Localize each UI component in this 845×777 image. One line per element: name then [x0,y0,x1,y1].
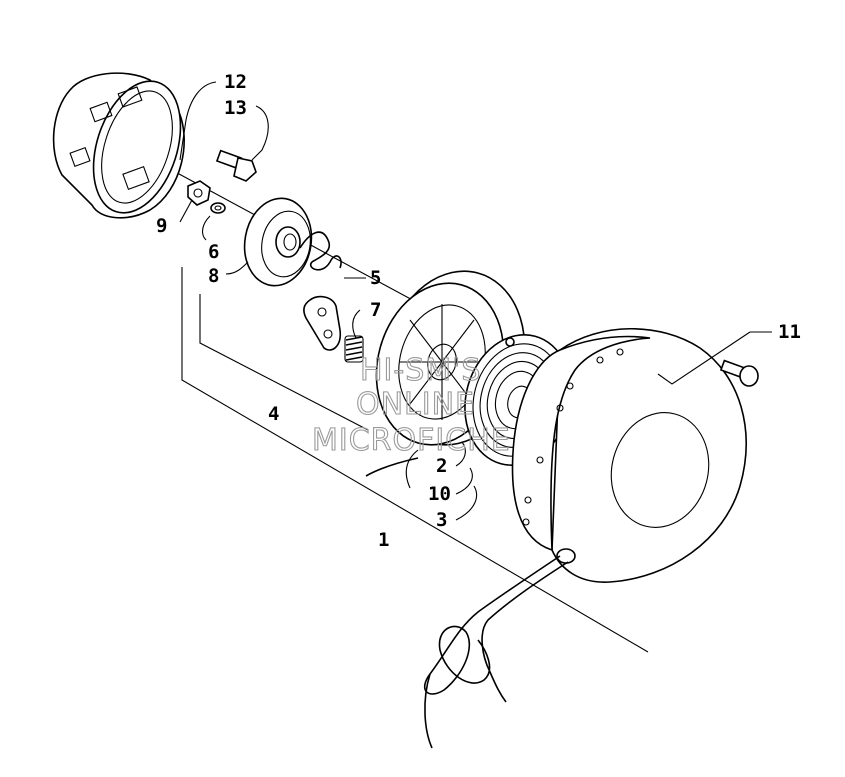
callouts: 12 13 9 6 8 5 7 11 4 2 10 3 1 [156,71,801,551]
callout-8: 8 [208,265,219,287]
starter-cup [52,72,185,219]
recoil-case [511,328,747,583]
starter-rope [365,457,569,749]
callout-1: 1 [378,529,389,551]
case-bolt [719,359,759,387]
callout-12: 12 [224,71,247,93]
callout-9: 9 [156,215,167,237]
pawl [303,295,342,351]
cup-bolt [215,149,257,182]
callout-11: 11 [778,321,801,343]
callout-2: 2 [436,455,447,477]
watermark-line-1: HI-SM'S [360,353,481,388]
friction-spring [299,231,342,271]
callout-7: 7 [370,299,381,321]
washer-hole [214,205,222,211]
nut-hole [193,188,203,198]
watermark: HI-SM'S ONLINE MICROFICHE [311,352,511,458]
callout-6: 6 [208,241,219,263]
pawl-spring [344,335,364,363]
callout-5: 5 [370,267,381,289]
leader-lines [179,81,772,521]
callout-4: 4 [268,403,279,425]
drive-plate [243,197,313,287]
washer [210,202,226,214]
nut [187,180,211,206]
callout-10: 10 [428,483,451,505]
callout-3: 3 [436,509,447,531]
watermark-line-3: MICROFICHE [312,423,511,458]
watermark-line-2: ONLINE [356,387,475,422]
callout-13: 13 [224,97,247,119]
